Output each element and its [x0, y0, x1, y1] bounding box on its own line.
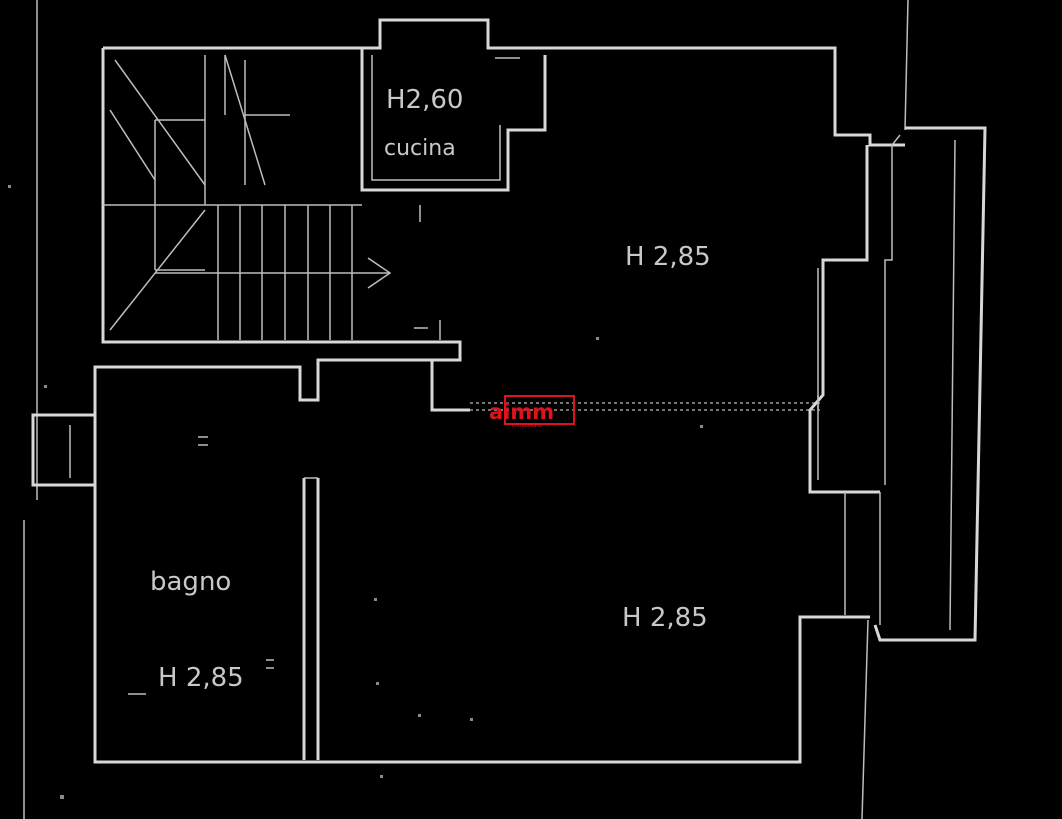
bedroom-height-label: H 2,85	[622, 603, 708, 633]
kitchen-name-label: cucina	[384, 136, 456, 161]
logo-tagline-text: immobiliare	[512, 423, 542, 429]
main-room-height-label: H 2,85	[625, 242, 711, 272]
specks	[8, 185, 703, 799]
interior-partitions	[128, 205, 820, 760]
kitchen-height-label: H2,60	[386, 85, 463, 115]
balcony-walls	[808, 126, 987, 642]
kitchen-walls	[360, 48, 547, 192]
agency-logo: aimm immobiliare	[489, 395, 575, 429]
bathroom-name-label: bagno	[150, 567, 231, 597]
boundary-lines	[23, 0, 909, 819]
bathroom-height-label: H 2,85	[158, 663, 244, 693]
logo-brand-text: aimm	[489, 400, 554, 424]
staircase	[103, 54, 392, 340]
exterior-walls	[31, 18, 905, 764]
